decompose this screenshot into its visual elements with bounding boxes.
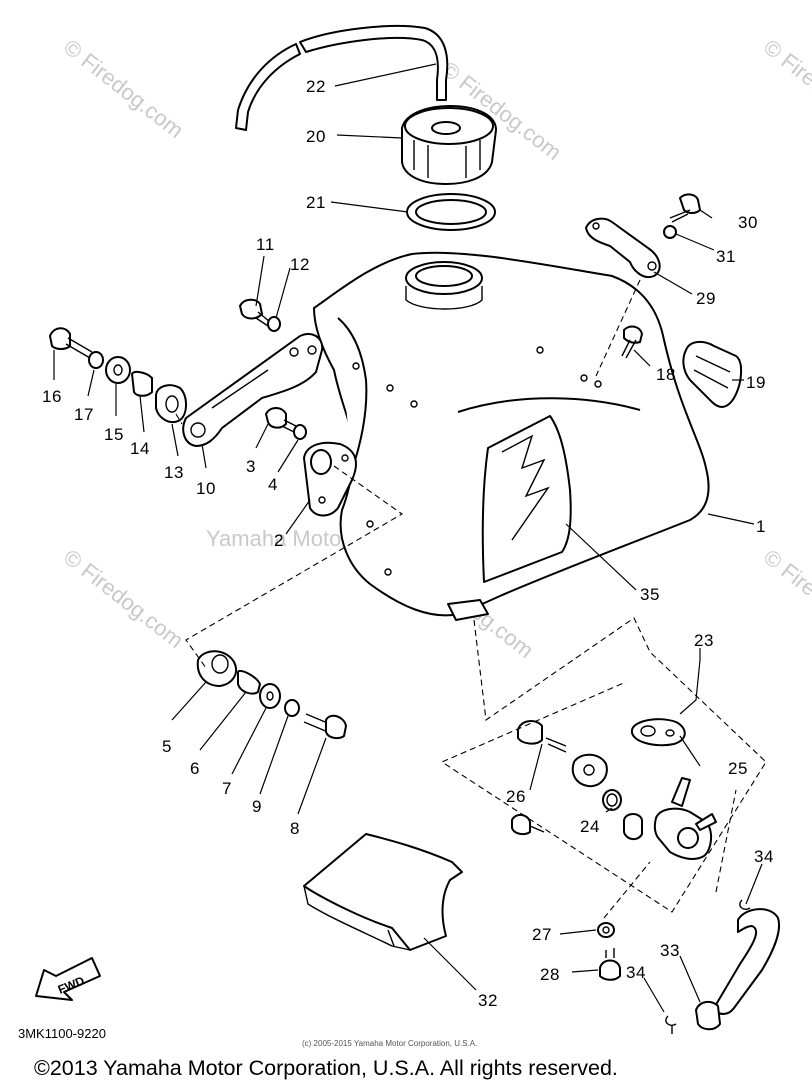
assembly-lines (175, 279, 767, 919)
label-part-29: 29 (696, 289, 716, 308)
part-bolt-30 (669, 193, 701, 223)
label-part-34b: 34 (626, 963, 646, 982)
part-fuel-cap (401, 105, 497, 185)
label-part-23: 23 (694, 631, 714, 650)
part-filter-24 (623, 813, 643, 840)
label-part-33: 33 (660, 941, 680, 960)
label-part-13: 13 (164, 463, 184, 482)
fwd-arrow-icon: FWD (35, 957, 101, 1001)
part-bolt-16 (49, 327, 93, 359)
part-washer-31 (663, 225, 677, 239)
label-part-5: 5 (162, 737, 172, 756)
part-oring-24 (602, 789, 622, 811)
label-part-26: 26 (506, 787, 526, 806)
part-fuel-hose (695, 908, 780, 1031)
label-part-15: 15 (104, 425, 124, 444)
label-part-34a: 34 (754, 847, 774, 866)
part-washer-4 (293, 424, 307, 440)
part-stay-bracket (585, 217, 661, 278)
part-protector-plate (682, 340, 742, 408)
part-fuel-cock (653, 777, 717, 860)
part-number-labels: 22 20 21 11 12 30 31 29 18 19 16 17 15 1… (42, 77, 774, 1010)
part-washer-9 (284, 699, 300, 717)
label-part-35: 35 (640, 585, 660, 604)
watermark-firedog: © Firedog.com (59, 544, 188, 653)
part-fuel-tank (313, 251, 710, 621)
diagram-code: 3MK1100-9220 (18, 1026, 106, 1041)
part-breather-hose (235, 24, 449, 131)
part-washer-12 (267, 316, 281, 332)
label-part-3: 3 (246, 457, 256, 476)
part-bolt-8 (303, 713, 347, 740)
footer-copyright: ©2013 Yamaha Motor Corporation, U.S.A. A… (34, 1056, 618, 1080)
label-part-1: 1 (756, 517, 766, 536)
label-part-4: 4 (268, 475, 278, 494)
label-part-22: 22 (306, 77, 326, 96)
part-tank-pad (303, 833, 463, 951)
label-part-17: 17 (74, 405, 94, 424)
label-part-28: 28 (540, 965, 560, 984)
watermark-firedog: © Firedog.com (59, 34, 188, 143)
part-collar-14 (131, 370, 153, 397)
label-part-19: 19 (746, 373, 766, 392)
part-bolt-3 (265, 407, 297, 433)
leader-lines (53, 63, 763, 1013)
part-cap-gasket (406, 193, 496, 231)
label-part-32: 32 (478, 991, 498, 1010)
small-copyright: (c) 2005-2015 Yamaha Motor Corporation, … (302, 1039, 477, 1048)
part-tank-bracket (182, 332, 324, 447)
label-part-7: 7 (222, 779, 232, 798)
label-part-10: 10 (196, 479, 216, 498)
label-part-12: 12 (290, 255, 310, 274)
part-lever-26 (511, 720, 608, 836)
part-hose-clip-34b (665, 1015, 677, 1034)
part-oring-27 (597, 922, 615, 938)
part-plate-washer-15 (105, 356, 131, 384)
label-part-18: 18 (656, 365, 676, 384)
label-part-20: 20 (306, 127, 326, 146)
label-part-2: 2 (274, 531, 284, 550)
label-part-24: 24 (580, 817, 600, 836)
part-gasket-25 (631, 718, 686, 747)
label-part-6: 6 (190, 759, 200, 778)
part-tank-decal (481, 415, 572, 583)
watermark-firedog: © Firedog.com (759, 544, 812, 653)
part-damper-13 (155, 384, 187, 424)
part-washer-17 (88, 351, 104, 369)
label-part-21: 21 (306, 193, 326, 212)
label-part-9: 9 (252, 797, 262, 816)
part-collar-6 (237, 670, 261, 695)
label-part-8: 8 (290, 819, 300, 838)
label-part-25: 25 (728, 759, 748, 778)
part-damper-5 (196, 650, 238, 687)
label-part-30: 30 (738, 213, 758, 232)
part-mount-bracket (303, 441, 357, 517)
label-part-16: 16 (42, 387, 62, 406)
label-part-27: 27 (532, 925, 552, 944)
part-bolt-11 (239, 298, 271, 327)
watermark-firedog: © Firedog.com (759, 34, 812, 143)
label-part-14: 14 (130, 439, 150, 458)
label-part-31: 31 (716, 247, 736, 266)
part-hose-clip-34a (739, 899, 751, 910)
part-drain-bolt-28 (599, 948, 621, 981)
part-washer-7 (259, 683, 281, 709)
part-bolt-18 (621, 325, 643, 359)
label-part-11: 11 (256, 235, 275, 254)
